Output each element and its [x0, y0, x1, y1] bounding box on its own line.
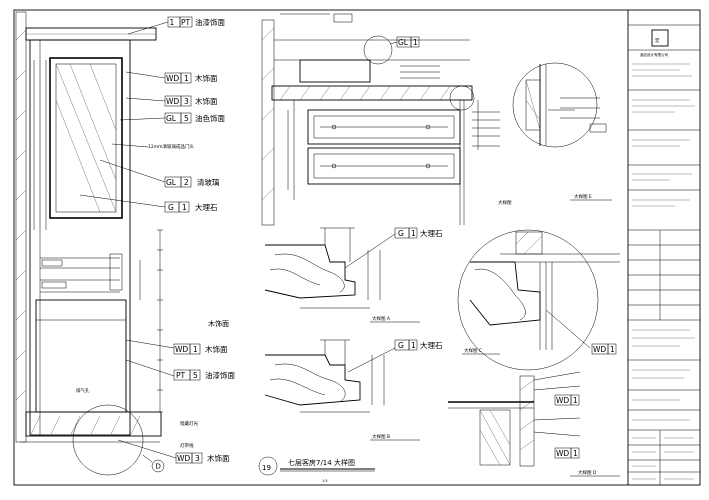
svg-text:木饰面: 木饰面: [205, 344, 228, 354]
svg-text:1: 1: [573, 449, 578, 458]
glass-note: 12mm清玻璃成品门头: [148, 143, 194, 150]
svg-text:1: 1: [610, 345, 615, 354]
tag-gl2[interactable]: GL 2 清玻璃: [164, 176, 220, 188]
company-name: 酒店设计有限公司: [640, 52, 668, 57]
tag-g1-detail-a[interactable]: G 1 大理石: [394, 227, 443, 239]
tag-wd1-bottom[interactable]: WD 1 木饰面: [173, 343, 228, 355]
detail-e-title: 大样图 E: [574, 193, 592, 200]
svg-text:3: 3: [184, 97, 189, 106]
svg-text:WD: WD: [166, 97, 179, 106]
tag-wd3-bottom[interactable]: WD 3 木饰面: [175, 452, 230, 464]
svg-text:G: G: [168, 203, 174, 212]
svg-text:G: G: [398, 341, 404, 350]
svg-text:1: 1: [182, 203, 187, 212]
drawing-number: 19: [262, 464, 271, 472]
tag-wd3-top[interactable]: WD 3 木饰面: [164, 95, 218, 107]
tag-g1-left[interactable]: G 1 大理石: [164, 201, 218, 213]
svg-text:1: 1: [411, 229, 416, 238]
tag-pt1[interactable]: 1 PT 油漆饰面: [167, 16, 225, 28]
detail-e-section: GL 1 大样图 E 大样图: [261, 13, 612, 226]
svg-text:WD: WD: [556, 449, 569, 458]
svg-text:GL: GL: [166, 114, 177, 123]
detail-d-marker[interactable]: [151, 459, 165, 473]
wood-face-note: 木饰面: [208, 319, 229, 328]
svg-text:5: 5: [184, 114, 189, 123]
title-block: 宏 酒店设计有限公司: [628, 24, 700, 485]
detail-circle: [72, 404, 144, 476]
svg-text:清玻璃: 清玻璃: [197, 177, 220, 187]
tag-wd1-detail-d2[interactable]: WD 1: [554, 447, 580, 459]
svg-text:GL: GL: [166, 178, 177, 187]
detail-c-title: 大样图 C: [464, 347, 482, 354]
tag-wd1-detail-c[interactable]: WD 1: [591, 343, 617, 355]
svg-text:木饰面: 木饰面: [195, 73, 218, 83]
detail-circle-top-right: [512, 62, 607, 148]
sheet-border: [13, 9, 701, 486]
svg-text:G: G: [398, 229, 404, 238]
detail-d-section: WD 1 WD 1 大样图 D: [448, 371, 620, 477]
tag-wd1-top[interactable]: WD 1 木饰面: [164, 72, 218, 84]
svg-text:2: 2: [184, 178, 189, 187]
company-logo: 宏: [655, 37, 660, 44]
svg-text:3: 3: [195, 454, 200, 463]
svg-text:大理石: 大理石: [420, 340, 443, 350]
svg-text:1: 1: [184, 74, 189, 83]
detail-a-title: 大样图 A: [372, 315, 391, 322]
svg-text:1: 1: [413, 38, 418, 47]
svg-text:大理石: 大理石: [195, 202, 218, 212]
detail-d-title: 大样图 D: [578, 469, 597, 476]
svg-text:PT: PT: [176, 371, 186, 380]
tag-gl1-top[interactable]: GL 1: [396, 36, 420, 48]
svg-text:油漆饰面: 油漆饰面: [205, 370, 235, 380]
svg-text:大理石: 大理石: [420, 228, 443, 238]
svg-text:油漆饰面: 油漆饰面: [195, 17, 225, 27]
svg-text:5: 5: [193, 371, 198, 380]
svg-text:WD: WD: [593, 345, 606, 354]
svg-text:油色饰面: 油色饰面: [195, 113, 225, 123]
svg-text:WD: WD: [166, 74, 179, 83]
tag-gl5[interactable]: GL 5 油色饰面: [164, 112, 225, 124]
svg-text:WD: WD: [175, 345, 188, 354]
svg-text:木饰面: 木饰面: [195, 96, 218, 106]
detail-b-section: G 1 大理石 大样图 B: [264, 339, 443, 441]
svg-text:1: 1: [170, 18, 175, 27]
detail-a-section: G 1 大理石 大样图 A: [264, 227, 443, 323]
svg-text:WD: WD: [556, 396, 569, 405]
svg-text:1: 1: [411, 341, 416, 350]
svg-text:1: 1: [193, 345, 198, 354]
detail-b-title: 大样图 B: [372, 433, 390, 440]
svg-text:1: 1: [573, 396, 578, 405]
drawing-title: 19 七层客房7/14 大样图 1:5: [258, 456, 375, 483]
drawing-scale: 1:5: [322, 479, 328, 483]
svg-text:WD: WD: [177, 454, 190, 463]
shadow-line-note: 暗藏灯光: [180, 420, 198, 427]
left-section-elevation: D: [15, 11, 235, 476]
tag-wd1-detail-d1[interactable]: WD 1: [554, 394, 580, 406]
detail-c-section: WD 1 大样图 C: [457, 229, 620, 371]
svg-text:木饰面: 木饰面: [207, 453, 230, 463]
detail-d-label: D: [156, 463, 161, 471]
svg-text:PT: PT: [181, 18, 191, 27]
light-strip-note: 灯带线: [180, 442, 194, 449]
drawing-title-text: 七层客房7/14 大样图: [288, 458, 355, 467]
vent-note: 排气孔: [76, 387, 90, 394]
tag-pt5[interactable]: PT 5 油漆饰面: [173, 369, 235, 381]
detail-e-sub: 大样图: [498, 199, 512, 206]
tag-g1-detail-b[interactable]: G 1 大理石: [394, 339, 443, 351]
svg-text:GL: GL: [398, 38, 409, 47]
